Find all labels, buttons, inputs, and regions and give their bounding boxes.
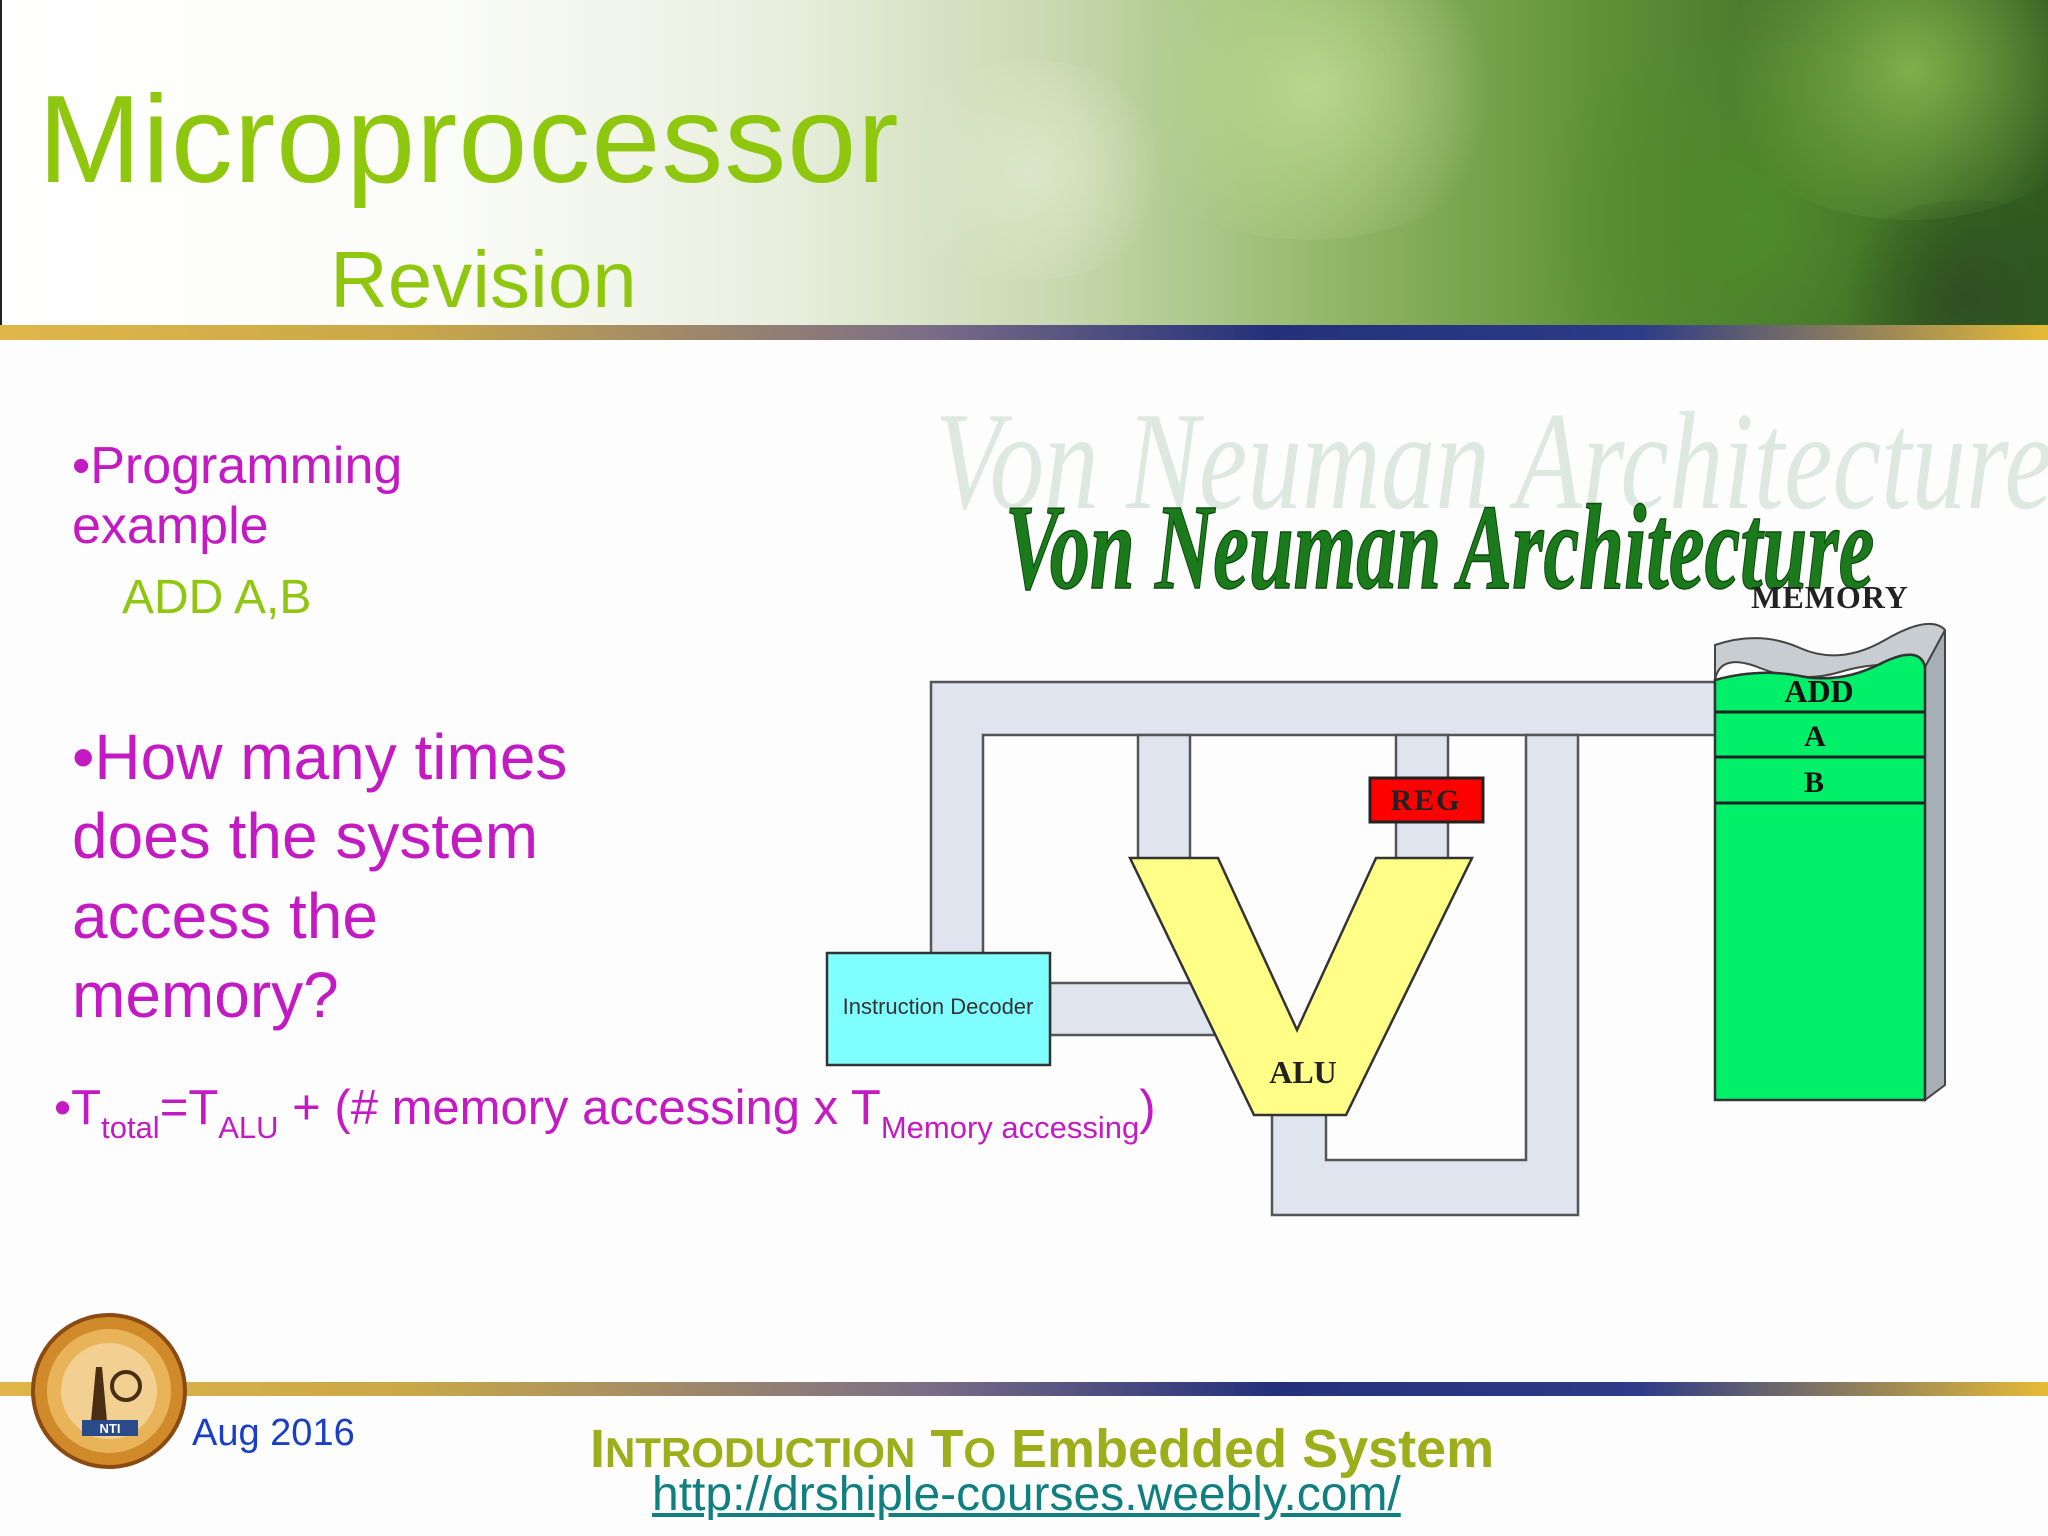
footer-intro-small: NTRODUCTION [605,1429,916,1476]
alu-shape [1128,856,1475,1117]
footer-date: Aug 2016 [192,1412,355,1454]
slide-edge [0,0,2,325]
formula-mid: + (# memory accessing x T [278,1081,881,1135]
logo-text: NTI [100,1421,121,1436]
memory-cell-b: B [1804,766,1824,799]
memory-label: MEMORY [1751,579,1909,615]
slide-title: Microprocessor [38,71,900,209]
formula-sub-alu: ALU [218,1110,279,1145]
footer-to-small: O [963,1429,997,1476]
example-code: ADD A,B [122,571,312,624]
register-box [1368,776,1485,824]
example-label: Programming example [72,437,403,555]
formula-sub-memory: Memory accessing [880,1110,1140,1145]
bullet-programming-example: •Programming example [72,437,403,555]
footer-course-name: Embedded System [1011,1419,1495,1479]
memory-cell-add: ADD [1784,673,1853,709]
foliage-decoration [880,60,1180,280]
footer-course-title: INTRODUCTION TO Embedded System [590,1418,1494,1480]
formula-eq: =T [159,1081,219,1135]
footer-course-link[interactable]: http://drshiple-courses.weebly.com/ [652,1468,1401,1521]
instruction-decoder-label: Instruction Decoder [843,994,1034,1019]
formula-sub-total: total [101,1110,160,1145]
diagram-title: Von Neuman Architecture [1005,481,1874,616]
slide-subtitle: Revision [330,235,637,324]
question-text: How many times does the system access th… [72,721,568,1032]
footer-intro-cap: I [590,1419,606,1479]
nti-logo: NTI [31,1313,187,1469]
footer-to-cap: T [930,1419,964,1479]
formula-t: T [71,1081,102,1135]
register-label: REG [1390,784,1461,817]
bullet-question: •How many times does the system access t… [72,721,568,1032]
header-banner: Microprocessor Revision [0,0,2048,325]
alu-label: ALU [1269,1054,1337,1090]
bottom-divider-bar [0,1382,2048,1396]
timing-formula: •Ttotal=TALU + (# memory accessing x TMe… [54,1081,1156,1145]
formula-end: ) [1139,1081,1156,1135]
top-divider-bar [0,325,2048,340]
memory-block [1713,623,1947,1102]
instruction-decoder-box [825,951,1052,1067]
system-bus [929,680,1717,1217]
diagram-title-shadow: Von Neuman Architecture [935,384,2048,539]
memory-cell-a: A [1804,720,1826,753]
